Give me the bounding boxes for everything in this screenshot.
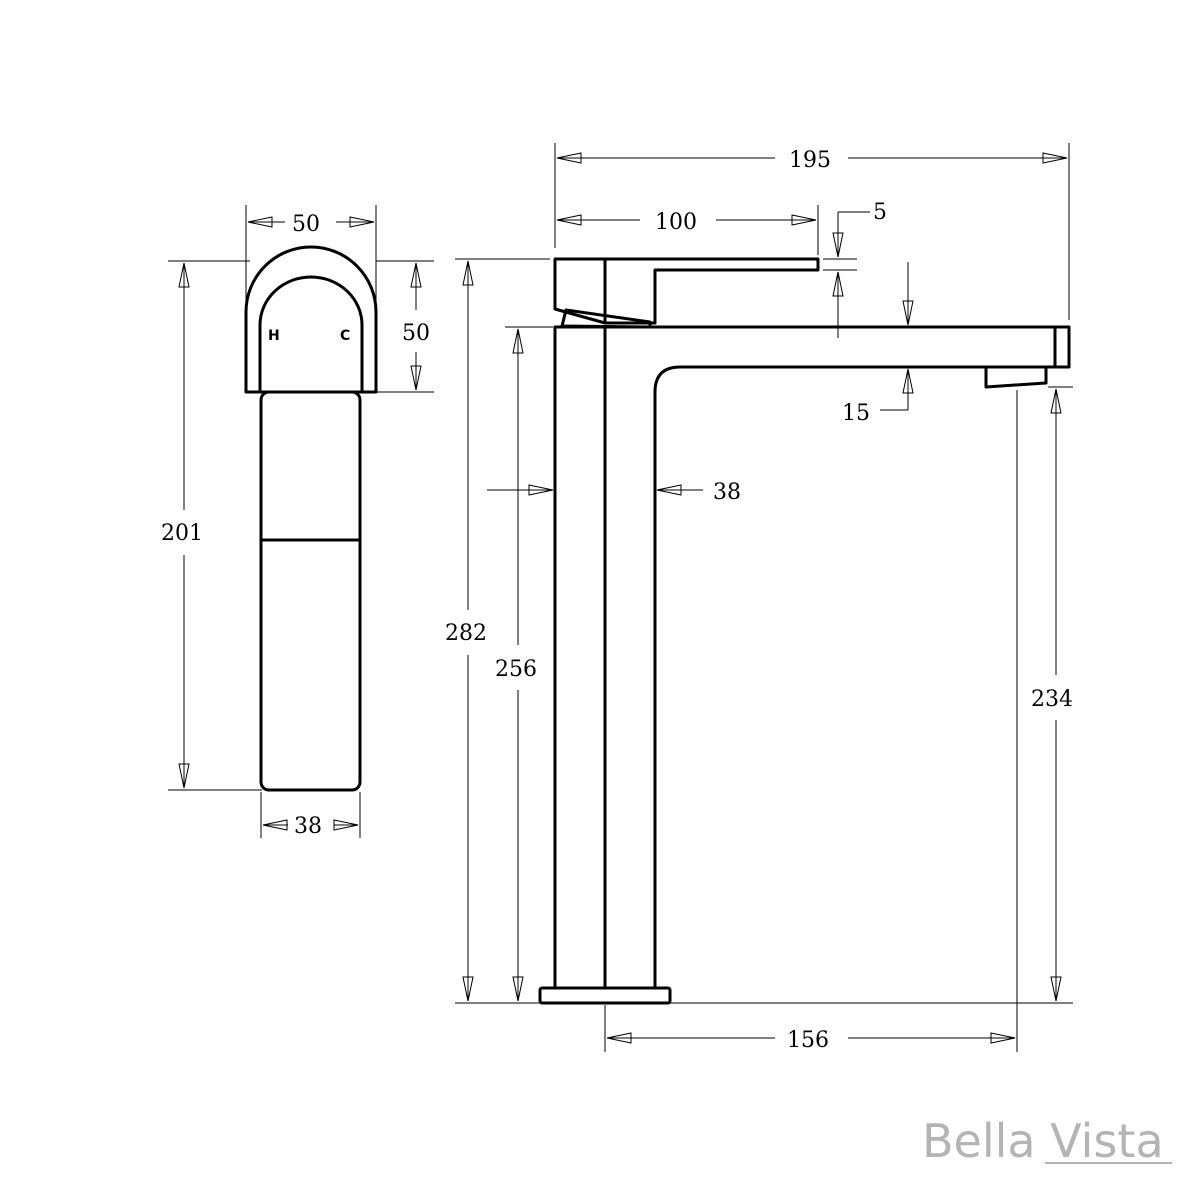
side-spout-reach-label: 156 [787,1028,829,1053]
cold-marker: C [340,328,350,344]
hot-marker: H [268,328,280,344]
side-handle-reach-label: 100 [655,210,697,235]
side-overall-height-label: 282 [445,621,487,646]
side-base-plate [538,986,672,1005]
side-body-width-label: 38 [713,480,741,505]
side-view [538,257,1071,1005]
side-lever-gap-dimension: 5 [823,200,887,338]
side-spout-thickness-dimension: 15 [842,262,914,426]
side-lever-gap-label: 5 [873,200,887,225]
front-body-width-label: 38 [294,814,322,839]
side-outlet-height-dimension: 234 [1016,386,1073,1052]
side-body-height-label: 256 [495,657,537,682]
side-spout-thickness-label: 15 [842,401,870,426]
front-width-dimension: 50 [245,205,377,300]
side-overall-width-label: 195 [789,148,831,173]
side-overall-height-dimension: 282 [445,258,1073,1004]
side-body-height-dimension: 256 [495,326,553,1002]
front-height-label: 201 [161,521,203,546]
side-handle-reach-dimension: 100 [556,205,819,255]
front-handle-height-label: 50 [402,321,430,346]
side-overall-width-dimension: 195 [554,143,1070,320]
front-view: H C [244,245,378,792]
side-body-spout [553,325,1071,990]
side-outlet-height-label: 234 [1031,687,1073,712]
brand-name: Bella Vista [922,1114,1164,1168]
brand-logo: Bella Vista [922,1114,1172,1168]
front-body-width-dimension: 38 [260,792,361,839]
side-body-width-dimension: 38 [487,480,741,505]
front-height-dimension: 201 [161,260,262,791]
front-width-label: 50 [292,212,320,237]
side-aerator [984,365,1048,389]
side-lever [553,257,820,325]
front-handle-height-dimension: 50 [376,260,434,393]
front-body [259,390,362,792]
side-spout-reach-dimension: 156 [604,1005,1016,1053]
front-handle-outer [244,245,378,394]
front-handle-inner [258,275,364,392]
